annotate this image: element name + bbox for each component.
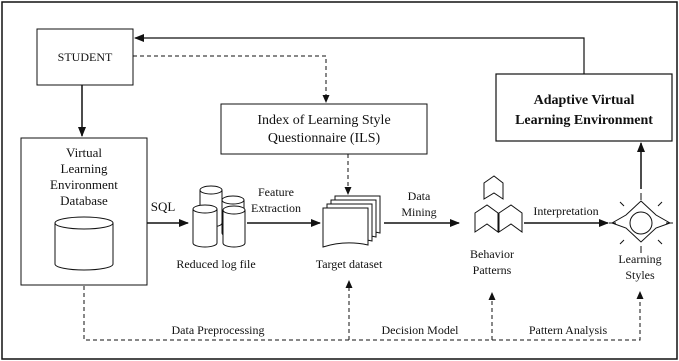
label-decision-model: Decision Model <box>382 323 460 337</box>
vle-database-label-line-4: Database <box>60 193 108 208</box>
target-dataset-label: Target dataset <box>316 257 383 271</box>
ils-box <box>220 103 428 155</box>
reduced-log-file-label: Reduced log file <box>176 257 255 271</box>
reduced-log-file-icon <box>192 185 246 248</box>
learning-styles-sun-icon <box>609 193 673 253</box>
edge-label-interpretation: Interpretation <box>533 204 598 218</box>
avle-label-line-1: Adaptive Virtual <box>534 93 635 108</box>
behavior-patterns-label-line-1: Behavior <box>470 247 514 261</box>
behavior-patterns-label-line-2: Patterns <box>473 263 512 277</box>
edge-label-data-mining-line-1: Data <box>408 189 431 203</box>
arrow-avle-to-student <box>134 34 585 74</box>
dashed-arrow-student-to-ils <box>133 55 330 103</box>
vle-database-label-line-1: Virtual <box>66 145 102 160</box>
edge-label-data-mining-line-2: Mining <box>401 205 436 219</box>
edge-label-sql: SQL <box>151 199 176 214</box>
avle-label-line-2: Learning Environment <box>515 113 653 128</box>
learning-styles-label-line-2: Styles <box>625 268 655 282</box>
student-label: STUDENT <box>58 50 113 64</box>
ils-label-line-1: Index of Learning Style <box>257 113 390 128</box>
edge-label-feature-line-1: Feature <box>258 185 294 199</box>
edge-label-feature-line-2: Extraction <box>251 201 301 215</box>
label-pattern-analysis: Pattern Analysis <box>529 323 608 337</box>
vle-database-label-line-2: Learning <box>61 161 108 176</box>
student-box <box>36 28 134 86</box>
target-dataset-icon <box>322 195 381 248</box>
behavior-patterns-icon <box>474 175 523 233</box>
dashed-feedback-line <box>83 286 644 341</box>
ils-label-line-2: Questionnaire (ILS) <box>268 131 381 146</box>
vle-database-label-line-3: Environment <box>50 177 118 192</box>
learning-styles-label-line-1: Learning <box>618 252 661 266</box>
label-data-preprocessing: Data Preprocessing <box>172 323 265 337</box>
database-icon <box>54 216 114 271</box>
